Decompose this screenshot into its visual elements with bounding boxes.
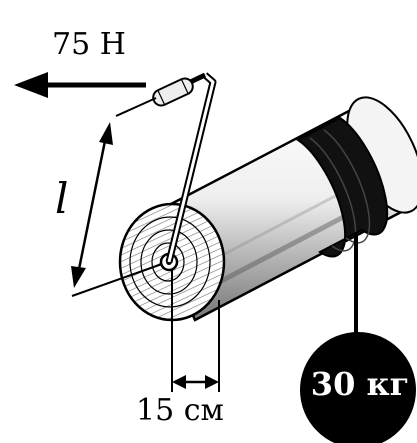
mass-label: 30 кг: [310, 365, 410, 403]
hanging-weight-icon: [300, 332, 416, 443]
rope-band: [296, 116, 389, 258]
length-dimension-arrow: [71, 122, 113, 288]
length-extension-bottom: [71, 263, 163, 297]
length-extension-top: [115, 97, 157, 117]
radius-label: 15 см: [136, 393, 224, 428]
radius-dimension: [171, 270, 220, 392]
force-label: 75 Н: [52, 27, 126, 62]
force-arrow-icon: [14, 72, 146, 98]
lever-length-label: l: [55, 174, 69, 223]
handle-grip-icon: [152, 77, 194, 107]
